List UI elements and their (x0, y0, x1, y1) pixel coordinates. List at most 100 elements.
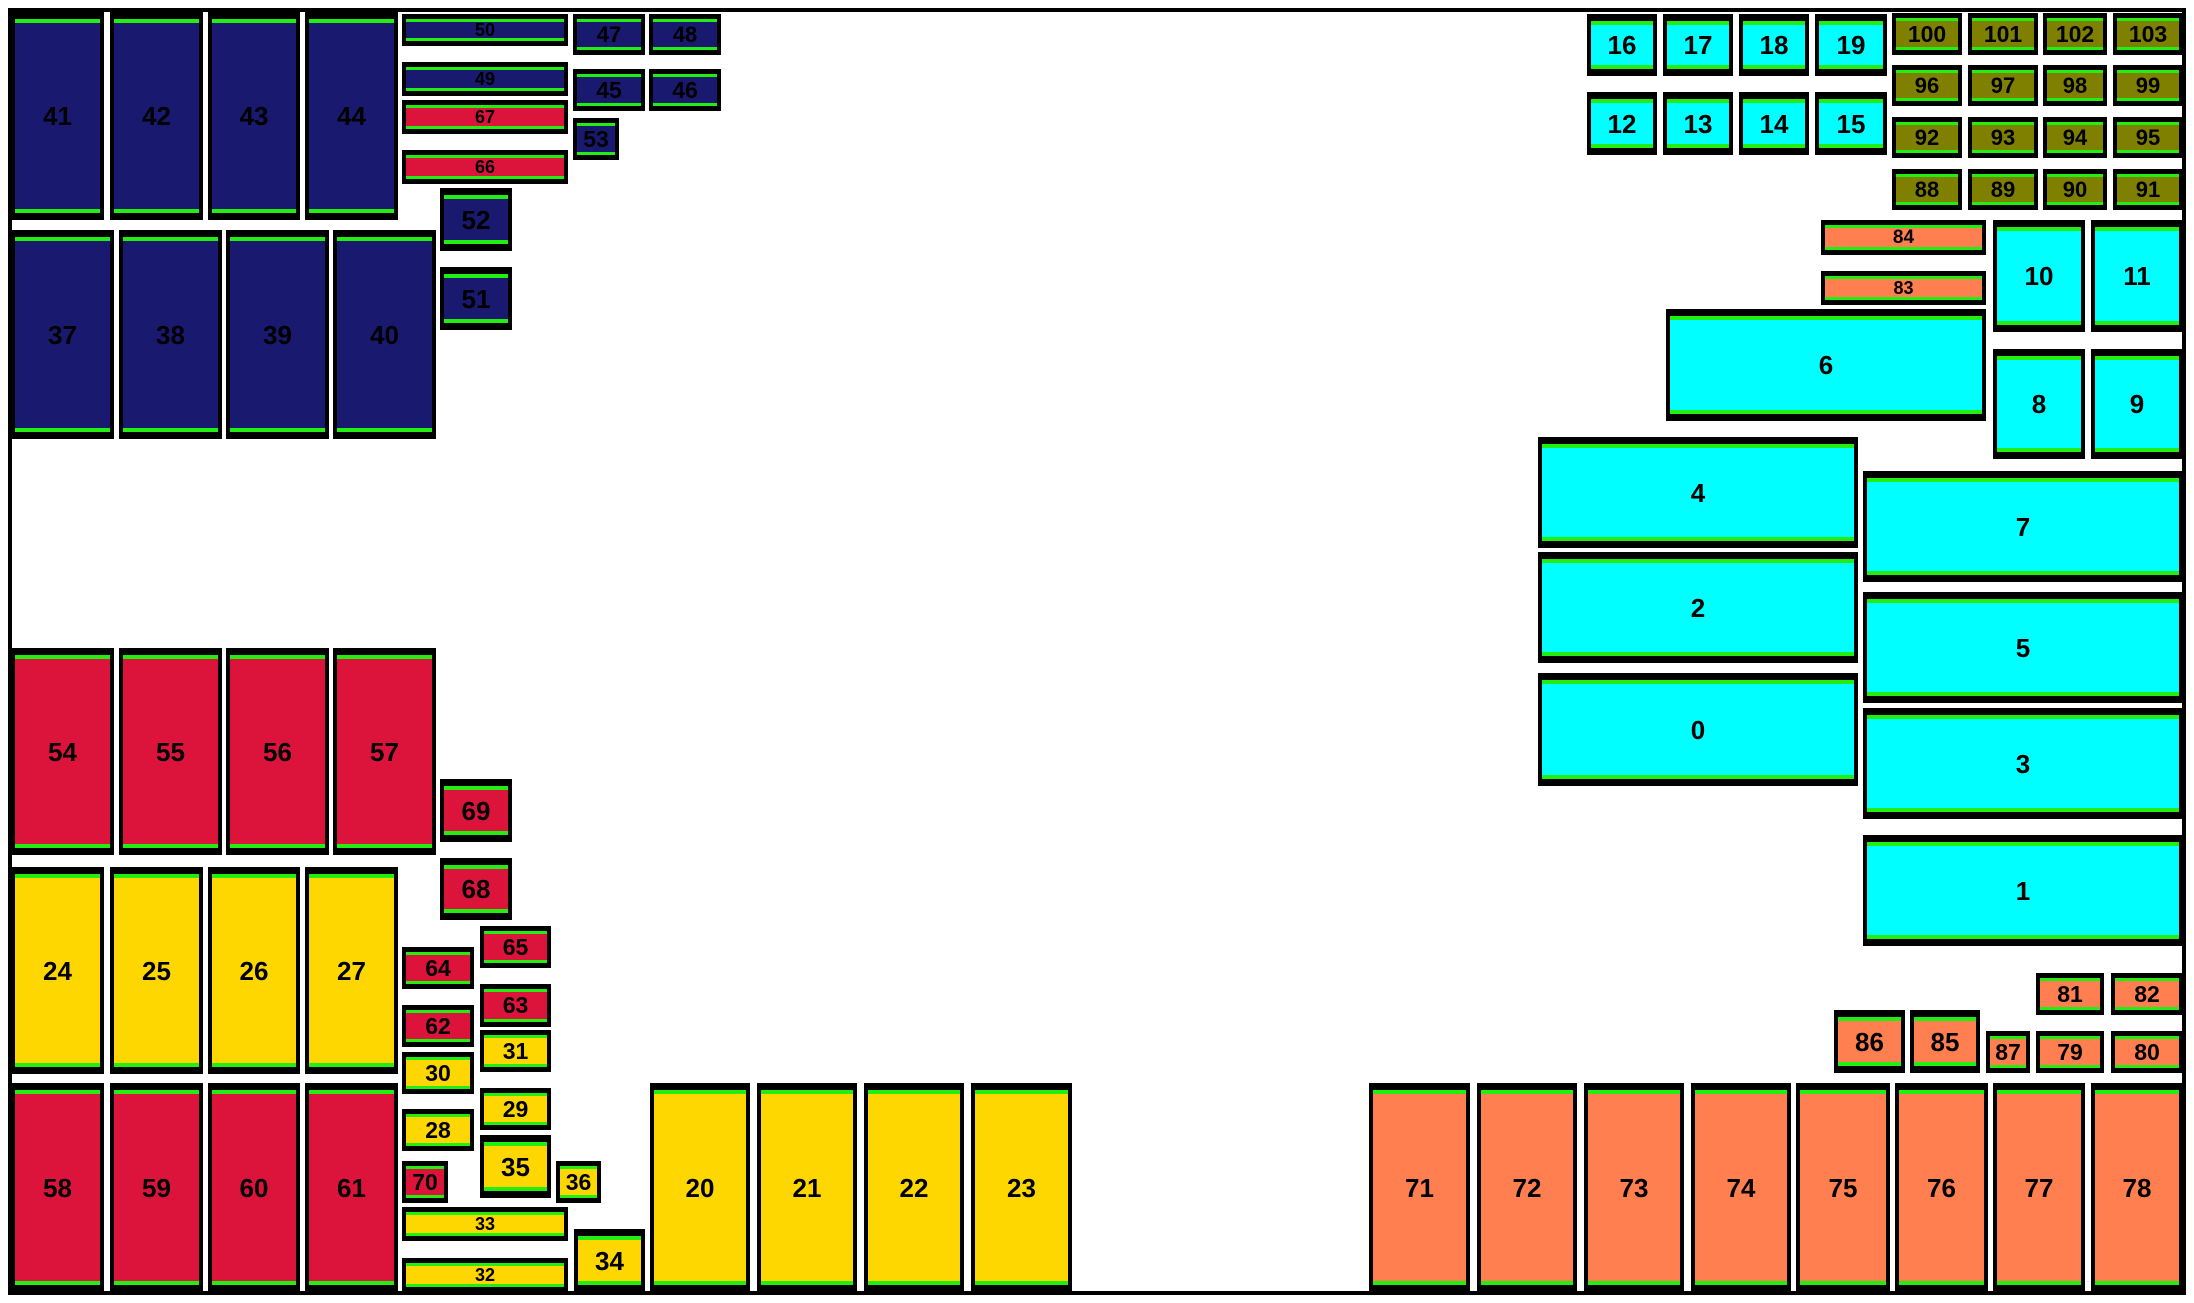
box-34: 34 (574, 1229, 645, 1292)
box-9: 9 (2091, 349, 2183, 459)
box-53: 53 (573, 118, 619, 160)
box-91: 91 (2113, 169, 2183, 210)
box-63: 63 (480, 984, 551, 1027)
box-77: 77 (1993, 1083, 2085, 1292)
box-56: 56 (226, 648, 329, 855)
box-99: 99 (2113, 65, 2183, 106)
box-61: 61 (305, 1083, 398, 1292)
box-35: 35 (480, 1135, 551, 1198)
box-16: 16 (1587, 14, 1657, 76)
box-1: 1 (1863, 835, 2183, 946)
box-84: 84 (1821, 220, 1986, 255)
box-39: 39 (226, 230, 329, 439)
box-73: 73 (1584, 1083, 1684, 1292)
box-103: 103 (2113, 13, 2183, 55)
box-46: 46 (649, 69, 721, 111)
box-52: 52 (440, 188, 512, 251)
box-5: 5 (1863, 592, 2183, 703)
box-76: 76 (1895, 1083, 1988, 1292)
box-58: 58 (11, 1083, 104, 1292)
box-18: 18 (1739, 14, 1809, 76)
box-23: 23 (971, 1083, 1072, 1292)
box-19: 19 (1815, 14, 1887, 76)
box-69: 69 (440, 779, 512, 842)
box-22: 22 (864, 1083, 964, 1292)
box-83: 83 (1821, 271, 1986, 305)
box-31: 31 (480, 1030, 551, 1072)
box-14: 14 (1739, 92, 1809, 155)
box-80: 80 (2111, 1031, 2183, 1073)
box-100: 100 (1892, 13, 1962, 55)
box-55: 55 (119, 648, 222, 855)
box-78: 78 (2091, 1083, 2183, 1292)
box-2: 2 (1538, 552, 1858, 663)
box-89: 89 (1968, 169, 2038, 210)
box-54: 54 (11, 648, 114, 855)
box-96: 96 (1892, 65, 1962, 106)
box-68: 68 (440, 858, 512, 920)
box-50: 50 (402, 14, 568, 46)
box-48: 48 (649, 14, 721, 55)
box-75: 75 (1796, 1083, 1890, 1292)
box-95: 95 (2113, 117, 2183, 158)
box-57: 57 (333, 648, 436, 855)
box-40: 40 (333, 230, 436, 439)
box-49: 49 (402, 62, 568, 96)
box-8: 8 (1993, 349, 2085, 459)
box-43: 43 (208, 12, 300, 220)
box-72: 72 (1477, 1083, 1577, 1292)
box-60: 60 (208, 1083, 300, 1292)
box-38: 38 (119, 230, 222, 439)
box-28: 28 (402, 1109, 474, 1151)
box-71: 71 (1369, 1083, 1470, 1292)
box-79: 79 (2036, 1031, 2104, 1073)
box-4: 4 (1538, 437, 1858, 548)
box-41: 41 (11, 12, 104, 220)
box-85: 85 (1910, 1010, 1980, 1073)
box-51: 51 (440, 267, 512, 330)
box-66: 66 (402, 150, 568, 184)
box-65: 65 (480, 926, 551, 968)
box-26: 26 (208, 867, 300, 1074)
box-7: 7 (1863, 471, 2183, 582)
box-92: 92 (1892, 117, 1962, 158)
box-10: 10 (1993, 220, 2085, 332)
box-12: 12 (1587, 92, 1657, 155)
box-62: 62 (402, 1005, 474, 1047)
box-32: 32 (402, 1258, 568, 1292)
box-88: 88 (1892, 169, 1962, 210)
box-36: 36 (556, 1161, 601, 1203)
box-81: 81 (2036, 973, 2104, 1015)
box-29: 29 (480, 1088, 551, 1130)
box-47: 47 (573, 14, 645, 55)
box-82: 82 (2111, 973, 2183, 1015)
box-13: 13 (1663, 92, 1733, 155)
box-20: 20 (650, 1083, 750, 1292)
box-6: 6 (1666, 309, 1986, 421)
box-25: 25 (110, 867, 203, 1074)
box-27: 27 (305, 867, 398, 1074)
box-97: 97 (1968, 65, 2038, 106)
box-98: 98 (2043, 65, 2107, 106)
box-21: 21 (757, 1083, 857, 1292)
box-44: 44 (305, 12, 398, 220)
box-74: 74 (1691, 1083, 1791, 1292)
box-86: 86 (1834, 1010, 1905, 1073)
box-101: 101 (1968, 13, 2038, 55)
box-93: 93 (1968, 117, 2038, 158)
box-67: 67 (402, 100, 568, 134)
box-11: 11 (2091, 220, 2183, 332)
box-59: 59 (110, 1083, 203, 1292)
box-64: 64 (402, 947, 474, 989)
box-94: 94 (2043, 117, 2107, 158)
box-42: 42 (110, 12, 203, 220)
box-45: 45 (573, 69, 645, 111)
box-17: 17 (1663, 14, 1733, 76)
box-102: 102 (2043, 13, 2107, 55)
box-37: 37 (11, 230, 114, 439)
box-24: 24 (11, 867, 104, 1074)
box-15: 15 (1815, 92, 1887, 155)
box-3: 3 (1863, 708, 2183, 819)
box-87: 87 (1986, 1031, 2030, 1073)
